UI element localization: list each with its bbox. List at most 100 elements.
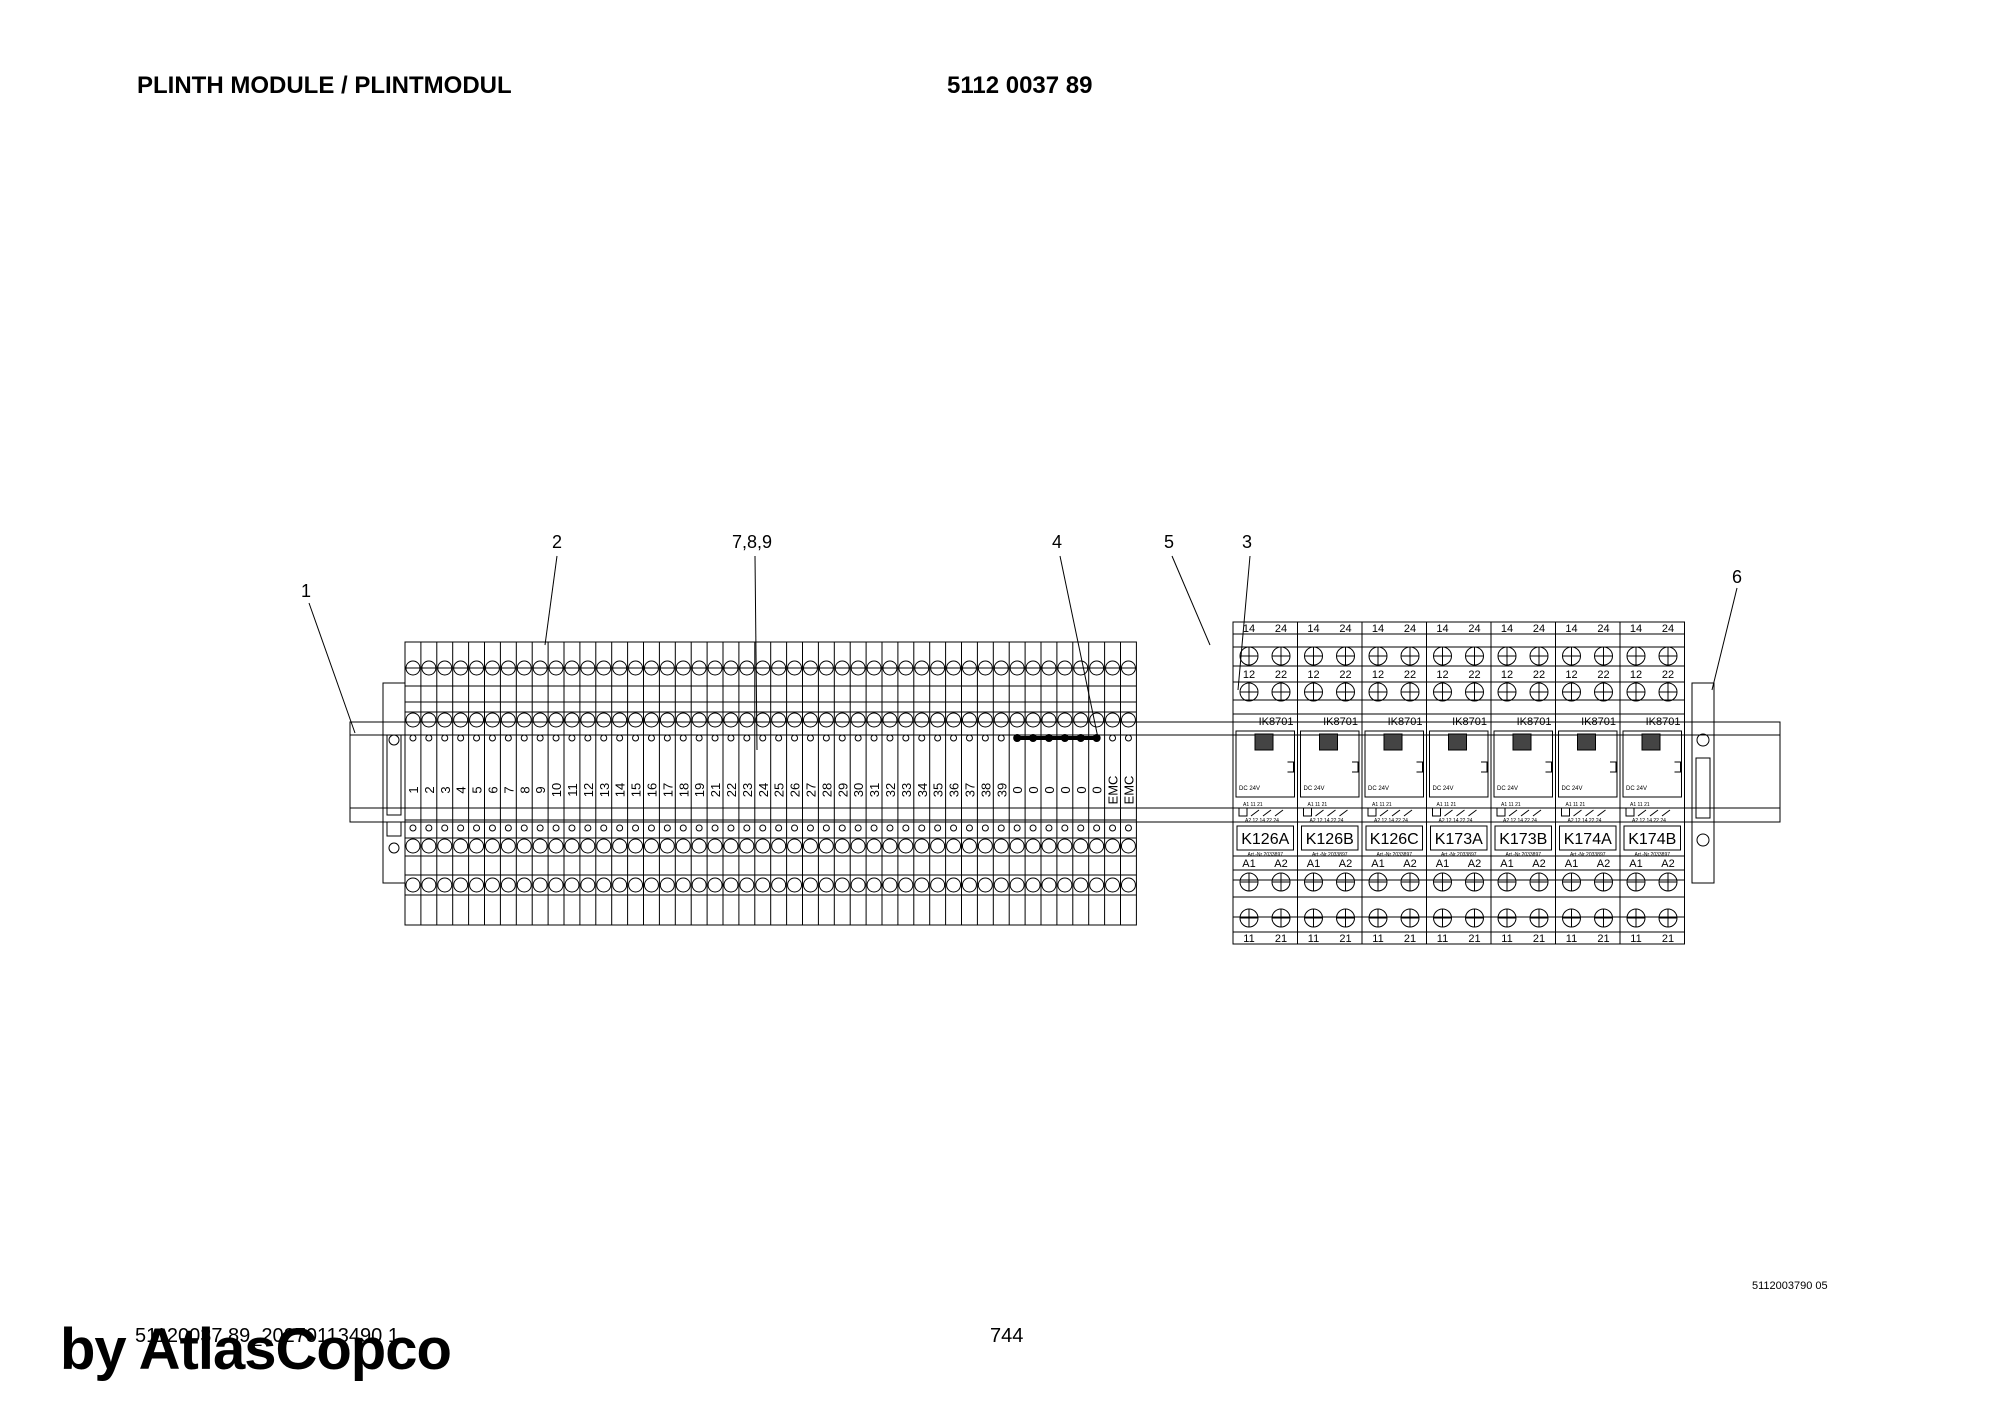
terminal-screw	[596, 877, 612, 893]
terminal-block: 0	[1040, 642, 1057, 925]
clamp-body	[1691, 682, 1715, 884]
callout-label: 2	[552, 532, 562, 552]
terminal-screw	[739, 712, 755, 728]
terminal-screw	[548, 838, 564, 854]
contact-labels: A1 11 21	[1630, 802, 1650, 808]
relay-led	[1383, 733, 1403, 751]
terminal-screw	[437, 877, 453, 893]
terminal-block: EMC	[1104, 642, 1121, 925]
terminal-screw	[866, 712, 882, 728]
terminal-pin	[663, 734, 671, 742]
terminal-pin	[552, 824, 560, 832]
terminal-label: 11	[565, 783, 580, 797]
article-number: Art.-Nr 2033897	[1376, 852, 1412, 858]
terminal-pin	[520, 824, 528, 832]
article-number: Art.-Nr 2033897	[1247, 852, 1283, 858]
terminal-pin	[950, 734, 958, 742]
relay-designation: K174A	[1564, 831, 1612, 848]
terminal-screw	[961, 838, 977, 854]
terminal-screw	[643, 712, 659, 728]
terminal-pin	[791, 824, 799, 832]
terminal-screw	[739, 660, 755, 676]
terminal-pin	[886, 734, 894, 742]
terminal-screw	[612, 712, 628, 728]
terminal-pin	[695, 734, 703, 742]
terminal-pin	[1124, 824, 1132, 832]
terminal-number: 14	[1243, 623, 1255, 635]
terminal-number: 11	[1630, 933, 1641, 945]
terminal-screw	[1089, 712, 1105, 728]
terminal-screw	[659, 660, 675, 676]
clamp-square	[386, 821, 402, 837]
terminal-pin	[536, 824, 544, 832]
clamp-hole	[388, 734, 400, 746]
terminal-block: 3	[436, 642, 453, 925]
terminal-pin	[981, 734, 989, 742]
terminal-screw	[469, 838, 485, 854]
relay-led	[1319, 733, 1338, 751]
terminal-screw	[421, 660, 437, 676]
terminal-screw	[500, 877, 516, 893]
terminal-block: 0	[1008, 642, 1025, 925]
terminal-screw	[532, 877, 548, 893]
terminal-pin	[536, 734, 544, 742]
terminal-pin	[679, 824, 687, 832]
terminal-screw	[675, 660, 691, 676]
contact-labels: A2 12 14 22 24	[1310, 818, 1344, 824]
terminal-screw	[628, 660, 644, 676]
terminal-label: 14	[613, 783, 628, 797]
terminal-screw	[1041, 660, 1057, 676]
terminal-block: 35	[929, 642, 946, 925]
terminal-label: 37	[962, 783, 977, 797]
terminal-block: 22	[722, 642, 739, 925]
callout-leaders	[308, 555, 1738, 751]
terminal-number: 11	[1308, 933, 1319, 945]
terminal-label: 12	[581, 783, 596, 797]
terminal-screw	[580, 660, 596, 676]
terminal-pin	[806, 824, 814, 832]
terminal-pin	[409, 734, 417, 742]
terminal-screw	[453, 660, 469, 676]
jumper-dot	[1029, 734, 1038, 742]
relay-latch	[1610, 761, 1617, 773]
terminal-screw	[548, 712, 564, 728]
relay-screw	[1271, 682, 1291, 702]
terminal-pin	[1013, 824, 1021, 832]
terminal-screw	[882, 712, 898, 728]
terminal-block: 16	[643, 642, 659, 925]
relay-latch	[1287, 761, 1294, 773]
terminal-screw	[691, 877, 707, 893]
terminal-screw	[500, 660, 516, 676]
terminal-screw	[993, 712, 1009, 728]
terminal-screw	[516, 712, 532, 728]
terminal-screw	[914, 660, 930, 676]
terminal-screw	[818, 712, 834, 728]
terminal-screw	[850, 660, 866, 676]
terminal-screw	[1120, 712, 1136, 728]
relay-screw	[1239, 646, 1259, 666]
terminal-pin	[632, 824, 640, 832]
terminal-screw	[421, 877, 437, 893]
end-clamp-right	[1691, 682, 1715, 884]
terminal-screw	[612, 838, 628, 854]
terminal-screw	[723, 877, 739, 893]
relay-model: IK8701	[1452, 716, 1487, 728]
terminal-screw	[723, 712, 739, 728]
contact-labels: A1 11 21	[1243, 802, 1263, 808]
terminal-block: 7	[499, 642, 516, 925]
relay-screw	[1594, 646, 1613, 666]
terminal-screw	[993, 660, 1009, 676]
terminal-screw	[850, 838, 866, 854]
terminal-screw	[787, 877, 803, 893]
terminal-screw	[914, 838, 930, 854]
terminal-number: 14	[1565, 623, 1577, 635]
relay-screw	[1368, 646, 1388, 666]
contact-symbol	[1561, 807, 1606, 817]
terminal-screw	[628, 838, 644, 854]
relay-screw	[1400, 646, 1420, 666]
terminal-screw	[930, 660, 946, 676]
terminal-screw	[1009, 838, 1025, 854]
